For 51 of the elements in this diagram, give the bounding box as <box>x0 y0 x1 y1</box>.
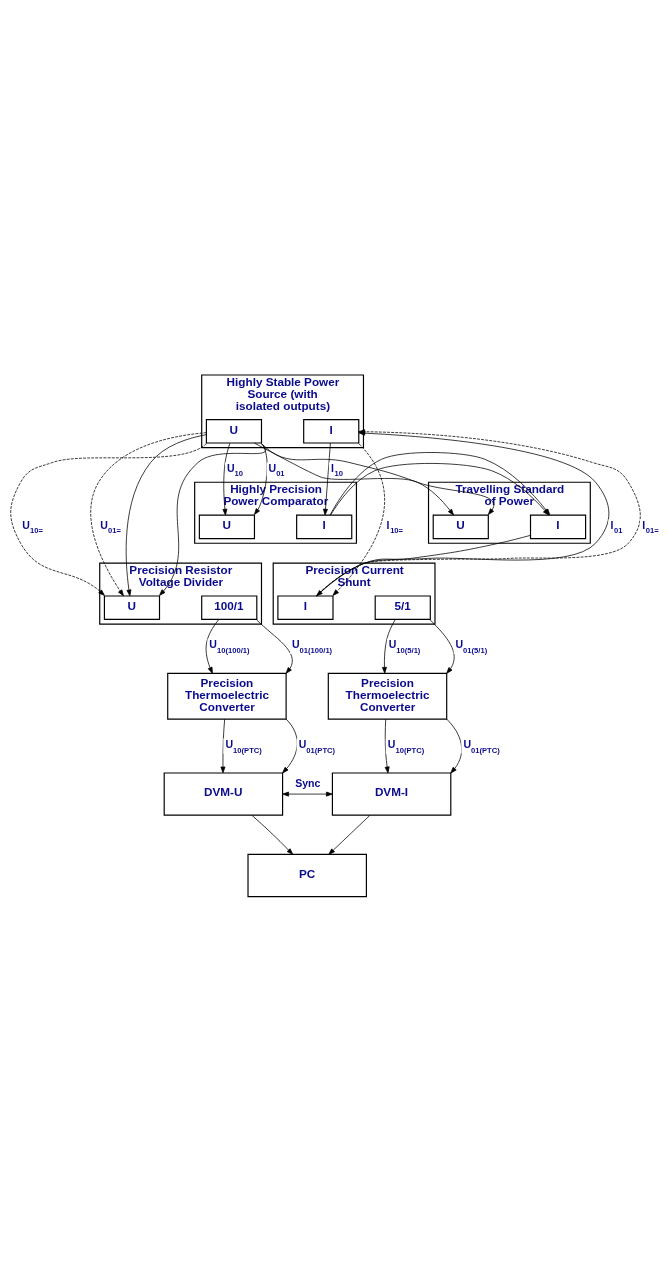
edge-label: I$_{01=}$ <box>642 518 659 536</box>
arrow <box>251 814 294 855</box>
node-box: Precision Thermoelectric Converter <box>327 672 448 720</box>
arrow <box>323 442 331 516</box>
edge-label: U$_{10}$ <box>226 461 243 479</box>
arrow <box>222 442 231 516</box>
node-box: I <box>303 419 360 444</box>
edge-label: U$_{01=}$ <box>100 518 121 536</box>
node-box: U <box>432 514 489 540</box>
arrow <box>261 443 495 515</box>
edge-label: U$_{01}$ <box>268 461 285 479</box>
node-box: 5/1 <box>374 595 431 620</box>
edge-label: U$_{10(5/1)}$ <box>388 638 421 655</box>
edge-label: U$_{10(100/1)}$ <box>209 638 250 655</box>
arrow <box>282 791 333 797</box>
arrow <box>254 442 454 516</box>
arrow <box>10 443 207 596</box>
node-box: I <box>277 595 334 620</box>
node-box: DVM-I <box>331 772 452 816</box>
arrow <box>205 619 220 674</box>
arrow <box>382 619 396 674</box>
node-box: 100/1 <box>201 595 258 620</box>
arrow <box>384 718 390 774</box>
node-box: Precision Thermoelectric Converter <box>167 672 287 720</box>
edge-label: U$_{01(PTC)}$ <box>298 738 336 755</box>
edge-label: U$_{10(PTC)}$ <box>225 738 262 755</box>
node-box: U <box>103 595 161 620</box>
edge-label: U$_{10=}$ <box>22 518 43 536</box>
arrow <box>90 432 207 597</box>
arrow <box>282 718 298 774</box>
edge-label: I$_{10=}$ <box>386 518 404 536</box>
arrow <box>159 443 266 596</box>
node-box: I <box>296 514 353 540</box>
node-box: U <box>198 514 256 540</box>
edge-label: U$_{01(PTC)}$ <box>463 738 500 755</box>
node-box: U <box>205 419 263 444</box>
arrow <box>332 443 385 596</box>
arrow <box>125 434 207 597</box>
edge-label: U$_{01(5/1)}$ <box>455 638 488 655</box>
edge-label: U$_{10(PTC)}$ <box>387 738 425 755</box>
node-box: I <box>529 514 587 540</box>
arrow <box>429 619 455 674</box>
edge-label: U$_{01(100/1)}$ <box>291 638 333 655</box>
arrow <box>446 718 462 774</box>
edge-label: I$_{01}$ <box>610 518 623 536</box>
edge-label: I$_{10}$ <box>330 461 343 479</box>
arrow <box>256 619 293 674</box>
node-box: PC <box>247 853 367 898</box>
arrow <box>328 814 371 855</box>
node-box: DVM-U <box>163 772 284 816</box>
edge-label: Sync <box>295 776 321 789</box>
